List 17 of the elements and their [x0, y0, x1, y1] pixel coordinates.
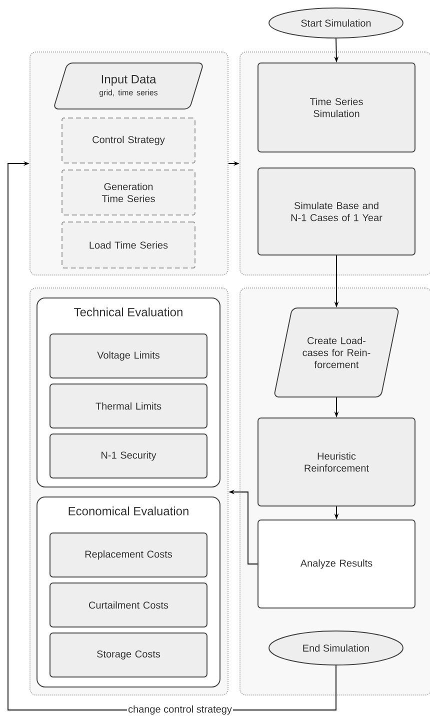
- data-parallelogram: Input Data grid, time series: [54, 62, 203, 110]
- input-box: Load Time Series: [62, 222, 196, 268]
- arrow: [8, 161, 336, 710]
- process-box: Thermal Limits: [50, 384, 208, 428]
- input-box: Generation Time Series: [62, 170, 196, 216]
- process-box: Time Series Simulation: [258, 62, 416, 152]
- process-box: Simulate Base and N-1 Cases of 1 Year: [258, 168, 416, 256]
- edge-label: change control strategy: [127, 704, 233, 716]
- process-box: Heuristic Reinforcement: [258, 418, 416, 506]
- process-box: N-1 Security: [50, 434, 208, 478]
- process-box: Curtailment Costs: [50, 582, 208, 628]
- process-box: Voltage Limits: [50, 334, 208, 378]
- process-box: Replacement Costs: [50, 532, 208, 578]
- input-box: Control Strategy: [62, 118, 196, 164]
- process-box: Analyze Results: [258, 520, 416, 608]
- process-box: Storage Costs: [50, 632, 208, 678]
- data-parallelogram: Create Load- cases for Rein- forcement: [274, 308, 399, 398]
